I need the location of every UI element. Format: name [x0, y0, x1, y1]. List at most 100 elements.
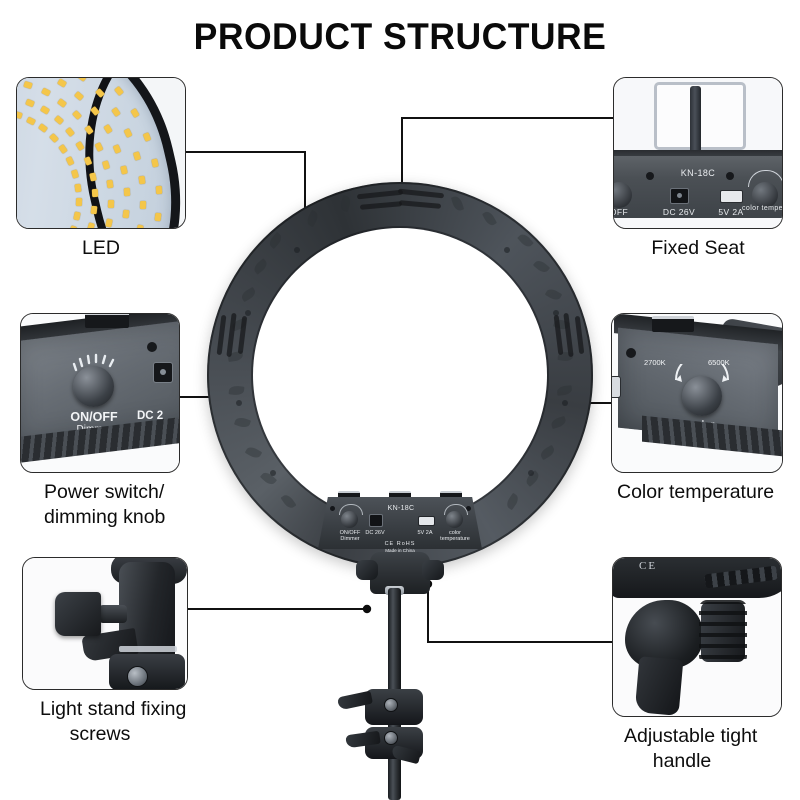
callout-power-switch-label-line2: dimming knob [44, 506, 166, 528]
dimmer-label-onoff: ON/OFF [339, 530, 361, 536]
led-board-photo [17, 78, 185, 228]
callout-color-temperature-label: Color temperature [617, 481, 775, 503]
stand-fixing-knob[interactable] [55, 592, 101, 636]
led-chip [107, 199, 115, 208]
color-temperature-knob[interactable] [446, 511, 463, 528]
callout-led-label: LED [82, 237, 120, 259]
panel-model-label: KN-18C [387, 505, 415, 512]
fixing-screw[interactable] [127, 666, 148, 687]
ring-stud [562, 400, 568, 406]
callout-color-temperature: 2700K 6500K color temperature Color temp… [611, 313, 783, 505]
origin-label: Made in China [385, 548, 415, 553]
usb-port[interactable] [612, 376, 621, 398]
yoke-left-fixing-knob[interactable] [356, 560, 378, 580]
led-chip [122, 209, 130, 218]
led-chip [120, 165, 128, 175]
callout-power-switch: ON/OFF Dimmer DC 2 Power switch/ dimming… [20, 313, 180, 530]
color-temp-label-2: temperature [440, 536, 470, 542]
dimmer-scale-marks [72, 353, 115, 372]
callout-led: LED [16, 77, 186, 261]
ce-mark-label: CE [639, 560, 658, 572]
metal-band [119, 646, 177, 652]
callout-light-stand-photo-frame [22, 557, 188, 690]
ring-light-inner-opening [253, 228, 547, 522]
callout-adjustable-handle-photo-frame: CE [612, 557, 782, 717]
fixed-seat-colortemp-label: color temperature [742, 205, 783, 212]
tight-handle-photo: CE [613, 558, 781, 716]
dimmer-knob[interactable] [73, 366, 114, 407]
onoff-label: ON/OFF [70, 410, 118, 424]
dimmer-knob-photo: ON/OFF Dimmer DC 2 [21, 314, 179, 472]
page-title: PRODUCT STRUCTURE [193, 16, 607, 57]
usb-port-label: 5V 2A [417, 530, 433, 536]
fixed-seat-photo: KN-18C DC 26V 5V 2A OFF color temperatur… [614, 78, 782, 228]
ring-stud [294, 247, 300, 253]
led-chip [155, 185, 162, 195]
callout-light-stand-label-line1: Light stand fixing [40, 698, 187, 720]
max-kelvin-label: 6500K [708, 358, 730, 367]
color-temperature-photo: 2700K 6500K color temperature [612, 314, 782, 472]
callout-light-stand-label-line2: screws [69, 723, 131, 745]
panel-screw-hole [466, 506, 471, 511]
dc-power-jack[interactable] [670, 188, 689, 204]
led-chip [106, 179, 114, 189]
ring-stud [528, 470, 534, 476]
panel-screw-hole [330, 506, 335, 511]
panel-screw-hole [626, 348, 636, 358]
dimmer-knob[interactable] [614, 182, 632, 208]
panel-screw-hole [726, 172, 734, 180]
callout-light-stand-screws-label: Light stand fixing screws [22, 697, 188, 747]
ring-stud [553, 310, 559, 316]
callout-fixed-seat-label: Fixed Seat [651, 237, 745, 259]
certification-marks: CE RoHS [384, 541, 416, 547]
ring-stud [245, 310, 251, 316]
yoke-right-fixing-knob[interactable] [422, 560, 444, 580]
callout-power-switch-label-line1: Power switch/ [44, 481, 165, 503]
callout-adjustable-handle-label: Adjustable tight handle [612, 724, 782, 774]
dimmer-knob[interactable] [341, 511, 358, 528]
color-temperature-knob[interactable] [682, 376, 722, 416]
knob-shaft [99, 605, 127, 623]
clamp-screw-upper[interactable] [384, 698, 398, 712]
usb-port[interactable] [418, 516, 435, 526]
led-chip [91, 189, 99, 198]
panel-clip [440, 491, 462, 501]
clamp-screw-lower[interactable] [384, 731, 398, 745]
panel-clip [652, 316, 694, 332]
dc-power-jack[interactable] [153, 362, 173, 383]
led-chip [136, 224, 144, 228]
led-chip [104, 218, 113, 228]
usb-port[interactable] [720, 190, 743, 203]
callout-power-switch-photo-frame: ON/OFF Dimmer DC 2 [20, 313, 180, 473]
min-kelvin-label: 2700K [644, 358, 666, 367]
handle-hub [625, 600, 703, 668]
callout-fixed-seat-photo-frame: KN-18C DC 26V 5V 2A OFF color temperatur… [613, 77, 783, 229]
holder-stem [690, 86, 701, 160]
panel-clip [338, 491, 360, 501]
fixed-seat-model-label: KN-18C [680, 168, 716, 178]
fixed-seat-onoff-label: OFF [614, 207, 629, 217]
panel-top-edge [614, 150, 782, 158]
led-chip [88, 172, 97, 182]
callout-adjustable-tight-handle: CE Adjustable tight handle [612, 557, 782, 774]
led-chip [75, 198, 83, 207]
dc-power-jack[interactable] [369, 514, 383, 527]
led-chip [154, 212, 162, 222]
ring-stud [270, 470, 276, 476]
panel-clip [389, 491, 411, 501]
ring-stud [504, 247, 510, 253]
panel-screw-hole [147, 342, 157, 352]
led-chip [123, 187, 131, 196]
stand-clamp-photo [23, 558, 187, 689]
callout-led-photo-frame [16, 77, 186, 229]
dimmer-label-dimmer: Dimmer [340, 536, 360, 542]
led-chip [138, 175, 146, 185]
ring-stud [236, 400, 242, 406]
callout-adjustable-handle-label-line1: Adjustable tight [624, 725, 758, 747]
panel-clip [85, 314, 129, 328]
color-temperature-knob[interactable] [752, 182, 778, 208]
led-chip [74, 183, 82, 193]
dc-port-label: DC 26V [365, 530, 385, 536]
